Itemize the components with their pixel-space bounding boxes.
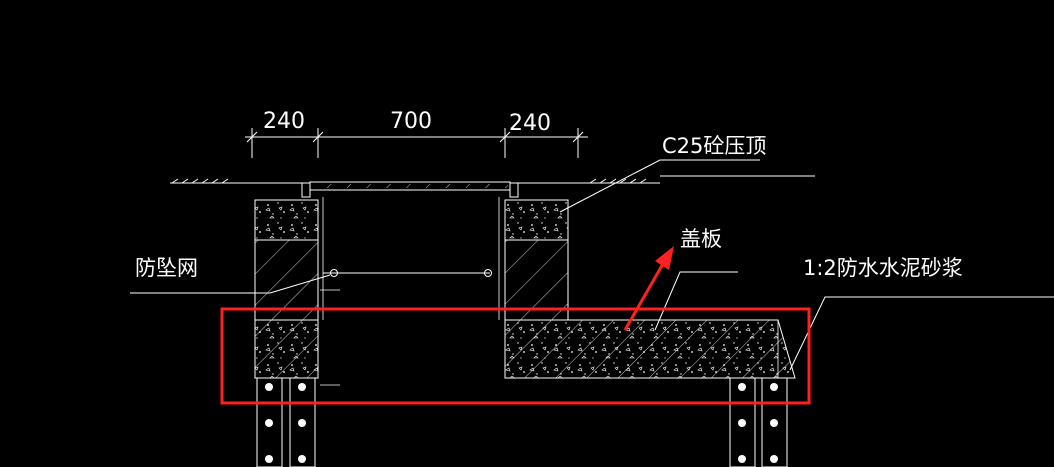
base-left [254,319,319,379]
dim-left-wall: 240 [263,109,305,134]
label-mortar: 1:2防水水泥砂浆 [803,256,963,280]
cover-plate [301,181,519,198]
ground-line [170,175,815,184]
pile-dot [265,383,273,391]
pile-dot [298,383,306,391]
dimension-line [245,128,588,158]
label-coping: C25砼压顶 [662,134,766,158]
pile-dot [770,383,778,391]
pile-dot [738,383,746,391]
pile-dot [770,455,778,463]
center-ticks [320,289,340,386]
left-wall [254,197,324,321]
annotation-arrow [623,246,674,331]
pile-dot [738,455,746,463]
pile-dot [738,419,746,427]
pile-dot [298,455,306,463]
label-cover-plate: 盖板 [680,227,722,251]
dim-right-wall: 240 [509,111,551,136]
pile-dot [770,419,778,427]
dim-opening: 700 [390,109,432,134]
pile-right [729,377,788,467]
label-fall-net: 防坠网 [135,256,198,280]
pile-left [256,377,316,467]
base-right [504,319,796,379]
pile-dot [265,419,273,427]
annotation-highlight-box [220,307,811,405]
right-wall [498,197,569,321]
pile-dot [265,455,273,463]
leader-lines [130,159,1054,371]
pile-dots [265,383,778,463]
pile-dot [298,419,306,427]
fall-net [323,269,492,277]
